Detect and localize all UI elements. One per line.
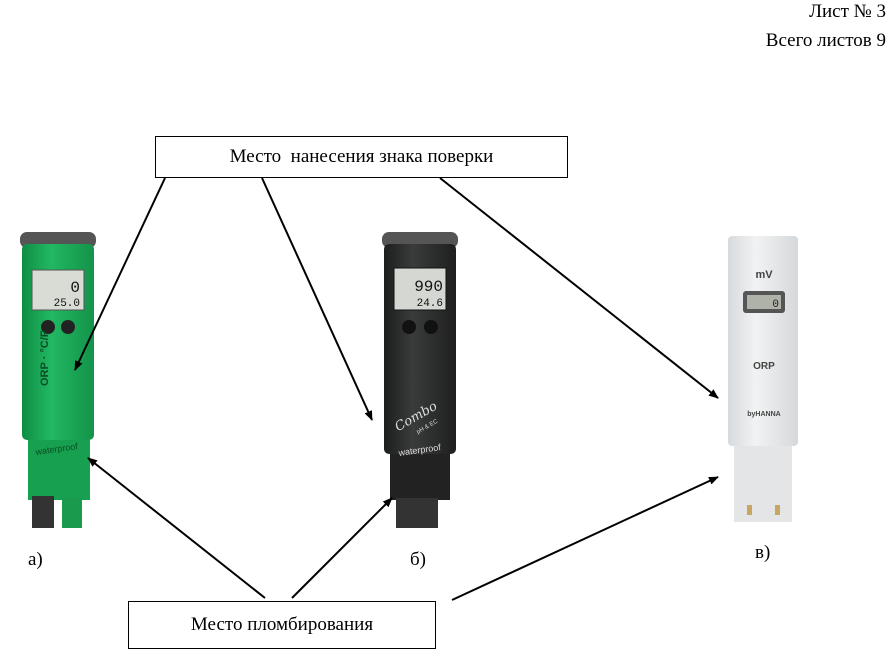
svg-text:990: 990 bbox=[414, 278, 443, 296]
device-c-white-meter: mV 0 ORP byHANNA bbox=[728, 236, 798, 522]
sheet-number: Лист № 3 bbox=[809, 1, 886, 22]
verification-mark-callout: Место нанесения знака поверки bbox=[155, 136, 568, 178]
pointer-arrows bbox=[74, 177, 719, 601]
sealing-callout: Место пломбирования bbox=[128, 601, 436, 649]
sheet-total: Всего листов 9 bbox=[765, 30, 886, 51]
svg-text:ORP: ORP bbox=[753, 361, 775, 372]
device-a-green-meter: 0 25.0 ORP · °C/F waterproof bbox=[20, 232, 96, 528]
svg-text:0: 0 bbox=[70, 279, 80, 297]
svg-text:byHANNA: byHANNA bbox=[747, 411, 780, 418]
svg-text:24.6: 24.6 bbox=[417, 298, 443, 310]
svg-text:25.0: 25.0 bbox=[54, 298, 80, 310]
figure-label-b: б) bbox=[410, 549, 426, 570]
figure-label-a: а) bbox=[28, 549, 43, 570]
figure-label-v: в) bbox=[755, 542, 771, 563]
svg-text:0: 0 bbox=[772, 299, 779, 311]
svg-text:ORP · °C/F: ORP · °C/F bbox=[39, 330, 51, 386]
device-b-black-meter: 990 24.6 Combo pH & EC waterproof bbox=[382, 232, 458, 528]
svg-text:mV: mV bbox=[755, 269, 773, 281]
